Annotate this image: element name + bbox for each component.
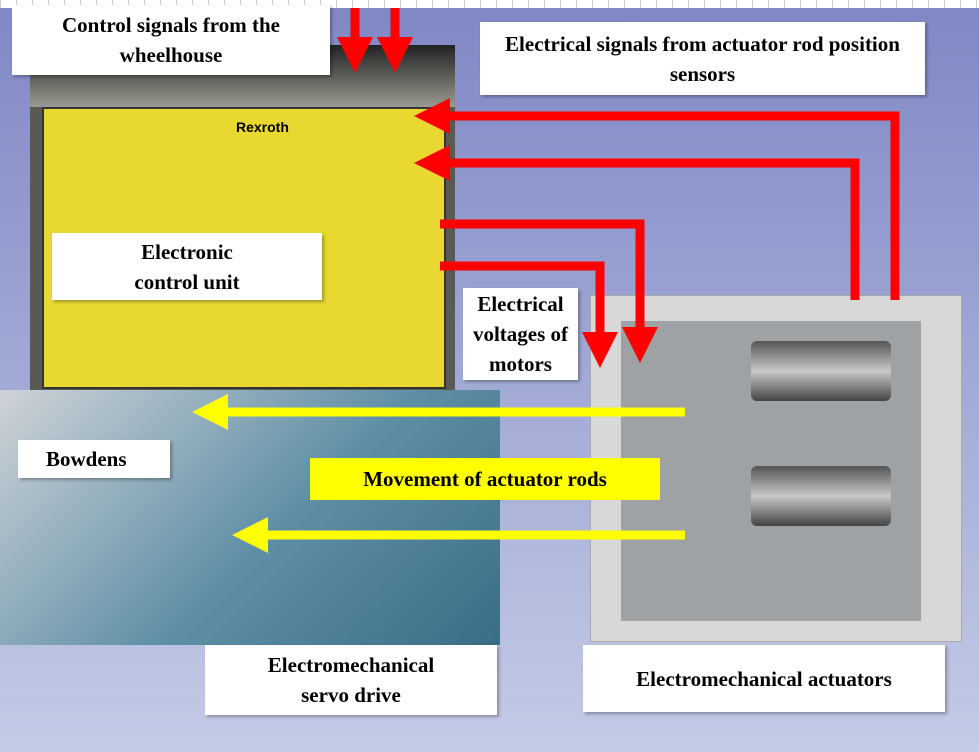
label-actuators: Electromechanical actuators [583,645,945,712]
label-ecu: Electronic control unit [52,233,322,300]
label-control-signals: Control signals from the wheelhouse [12,5,330,75]
label-movement: Movement of actuator rods [310,458,660,500]
label-bowdens: Bowdens [18,440,170,478]
motor-voltage-arrow-2 [440,261,618,368]
label-servo-drive: Electromechanical servo drive [205,645,497,715]
sensor-signal-arrow-2 [414,145,860,300]
label-motor-voltages: Electrical voltages of motors [463,288,578,380]
sensor-signal-arrow-1 [414,98,900,300]
label-sensor-signals: Electrical signals from actuator rod pos… [480,22,925,95]
brand-logo: Rexroth [236,119,289,135]
motor-voltage-arrow-1 [440,219,658,363]
top-grid-strip [0,0,979,8]
ecu-yellow-plate: Rexroth [42,107,446,389]
ecu-photo: Rexroth [30,45,455,390]
